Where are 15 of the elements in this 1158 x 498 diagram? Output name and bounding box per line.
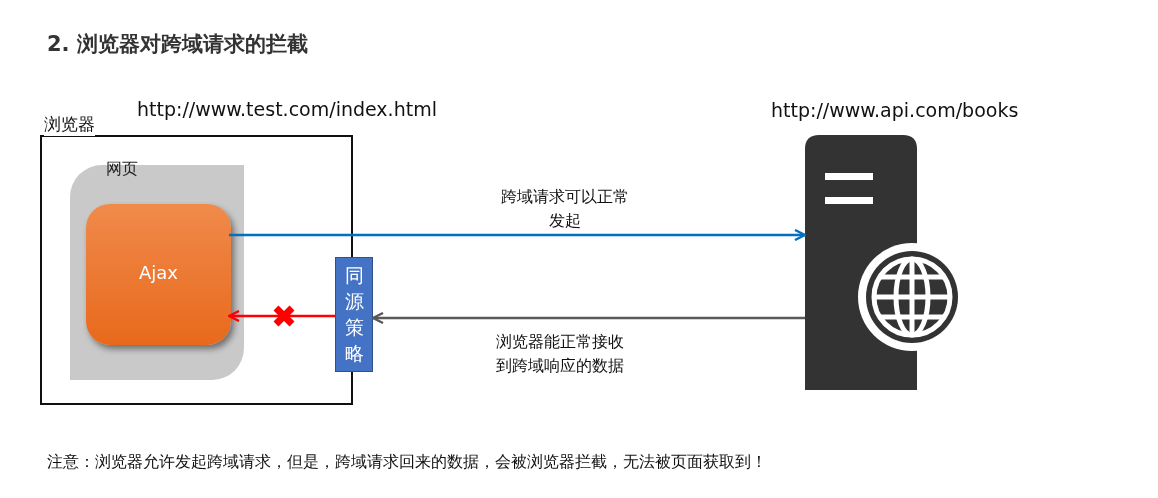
arrow	[227, 309, 335, 323]
node-label: 网页	[106, 159, 138, 180]
arrow	[371, 311, 805, 325]
title: 2. 浏览器对跨域请求的拦截	[47, 31, 308, 58]
arrow	[229, 228, 807, 242]
policy-bar	[335, 257, 373, 372]
node-label: 浏览器	[44, 113, 95, 136]
edge-label: 跨域请求可以正常发起	[500, 186, 630, 232]
edge-label: 浏览器能正常接收到跨域响应的数据	[495, 331, 625, 377]
ajax-box	[86, 204, 231, 345]
node-label: 同源策略	[343, 263, 365, 366]
url-label: http://www.api.com/books	[771, 99, 1019, 121]
node-label: Ajax	[138, 262, 179, 283]
note-text: 注意：浏览器允许发起跨域请求，但是，跨域请求回来的数据，会被浏览器拦截，无法被页面获取到！	[47, 452, 767, 473]
url-label: http://www.test.com/index.html	[137, 98, 437, 120]
